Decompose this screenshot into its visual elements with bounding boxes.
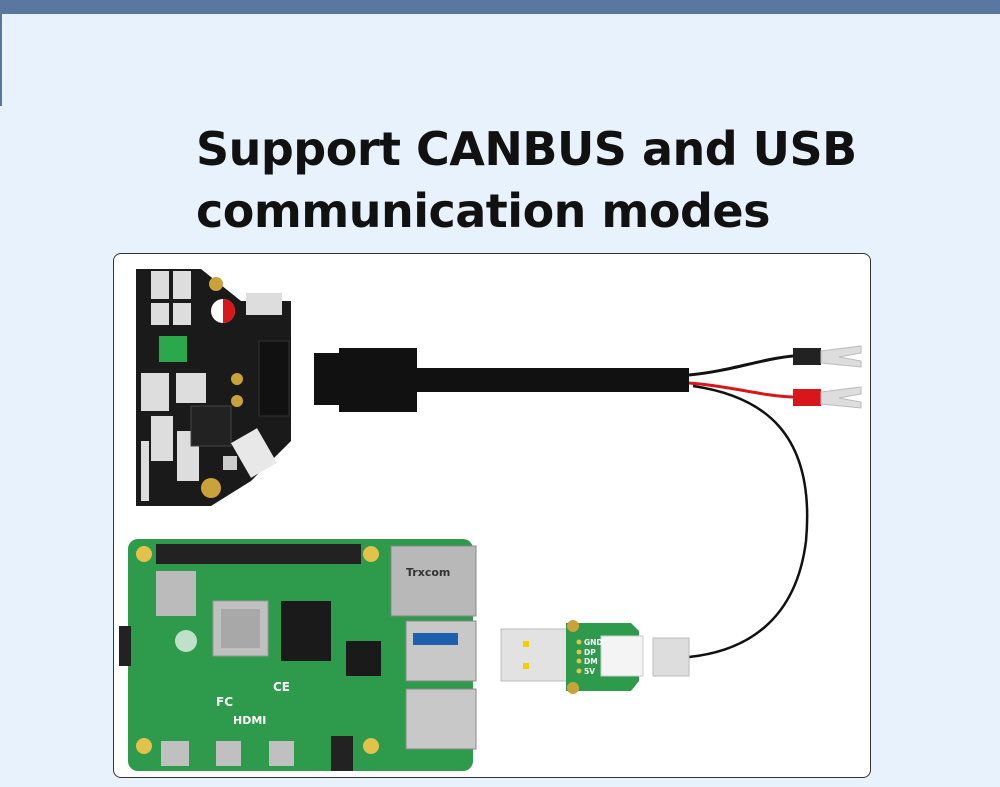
raspberry-pi-board: Trxcom FC CE HDMI: [119, 539, 477, 771]
wiring-illustration: Trxcom FC CE HDMI GND DP DM 5V: [119, 269, 862, 771]
pin-label-5v: 5V: [584, 667, 595, 676]
title-line-2: communication modes: [196, 184, 770, 238]
canbus-cable: [314, 345, 862, 659]
toolhead-board: [136, 269, 291, 506]
hdmi-label: HDMI: [233, 714, 266, 727]
wiring-diagram-card: Trxcom FC CE HDMI GND DP DM 5V: [113, 253, 871, 778]
page-title: Support CANBUS and USB communication mod…: [196, 118, 857, 242]
ce-label: CE: [273, 680, 290, 694]
left-accent-line: [0, 14, 2, 106]
usb-adapter: GND DP DM 5V: [500, 620, 690, 694]
title-line-1: Support CANBUS and USB: [196, 122, 857, 176]
pin-label-dp: DP: [584, 648, 596, 657]
pin-label-dm: DM: [584, 657, 598, 666]
top-bar: [0, 0, 1000, 14]
fcc-label: FC: [216, 695, 233, 709]
pin-label-gnd: GND: [584, 638, 603, 647]
ethernet-label: Trxcom: [406, 566, 450, 579]
